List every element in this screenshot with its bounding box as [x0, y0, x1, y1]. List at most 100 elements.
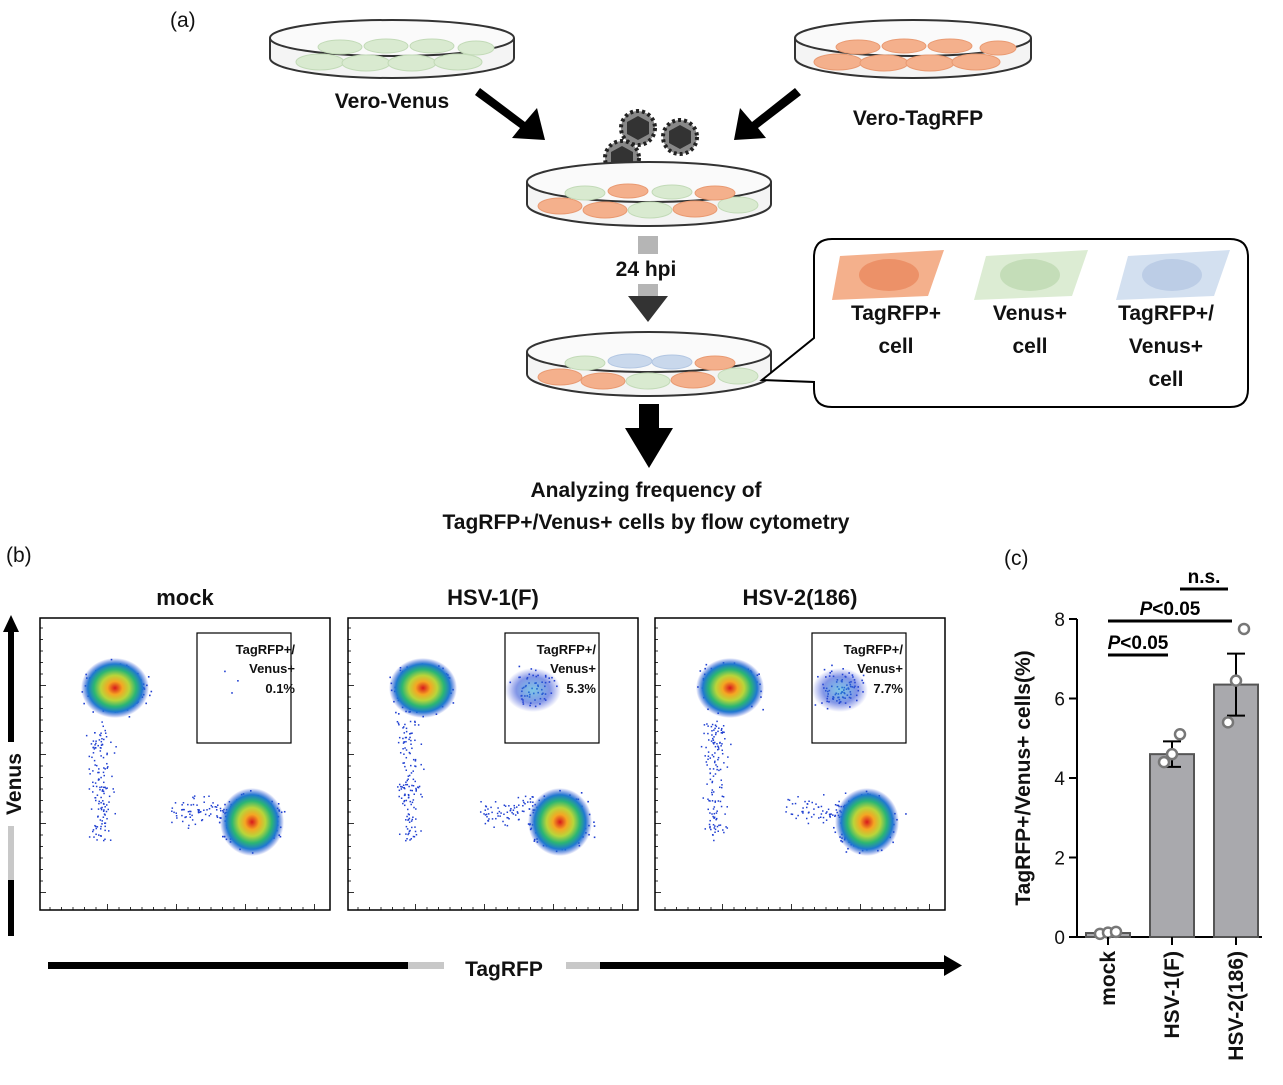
event-dot — [726, 827, 729, 829]
event-dot — [709, 757, 712, 759]
event-dot — [513, 807, 516, 809]
bar — [1149, 753, 1195, 939]
event-dot — [506, 824, 509, 827]
event-dot — [721, 749, 723, 752]
event-dot — [405, 819, 407, 821]
event-dot — [707, 732, 709, 735]
event-dot — [497, 807, 499, 809]
event-dot — [100, 825, 102, 828]
arrow-down-black-icon — [625, 404, 673, 468]
y-tick-label: 0 — [1054, 928, 1065, 949]
legend-cell-double-icon — [1116, 250, 1230, 300]
event-dot — [283, 810, 286, 813]
event-dot — [104, 729, 106, 732]
event-dot — [709, 826, 711, 829]
event-dot — [408, 813, 410, 816]
event-dot — [398, 783, 401, 786]
event-dot — [713, 816, 716, 818]
event-dot — [414, 765, 416, 767]
event-dot — [711, 791, 713, 794]
event-dot — [402, 737, 404, 740]
event-dot — [707, 739, 710, 741]
event-dot — [100, 835, 102, 837]
event-dot — [722, 829, 724, 831]
event-dot — [504, 824, 506, 826]
event-dot — [88, 755, 91, 758]
event-dot — [813, 813, 815, 816]
event-dot — [402, 802, 404, 805]
event-dot — [407, 796, 410, 799]
event-dot — [182, 808, 184, 811]
dish-right-label: Vero-TagRFP — [853, 107, 983, 130]
event-dot — [97, 815, 99, 818]
event-dot — [103, 738, 105, 741]
event-dot — [706, 783, 708, 785]
event-dot — [711, 834, 714, 836]
event-dot — [593, 836, 596, 839]
event-dot — [407, 778, 409, 780]
event-dot — [418, 785, 421, 788]
event-dot — [114, 812, 117, 815]
density-cluster — [812, 668, 868, 712]
event-dot — [189, 810, 191, 813]
event-dot — [103, 786, 105, 789]
legend-item-3-line-3: cell — [1148, 368, 1183, 391]
event-dot — [404, 736, 407, 739]
event-dot — [420, 793, 422, 796]
event-dot — [402, 784, 405, 787]
event-dot — [88, 836, 91, 838]
event-dot — [707, 798, 709, 801]
event-dot — [822, 816, 825, 819]
event-dot — [713, 736, 715, 738]
event-dot — [802, 810, 804, 813]
event-dot — [724, 813, 726, 815]
event-dot — [150, 690, 153, 693]
event-dot — [823, 794, 825, 796]
event-dot — [797, 814, 799, 817]
event-dot — [415, 790, 417, 792]
y-axis-title: TagRFP+/Venus+ cells(%) — [1012, 650, 1035, 905]
significance-label: P<0.05 — [1140, 599, 1201, 620]
event-dot — [499, 815, 501, 817]
event-dot — [409, 736, 411, 739]
virus-icon — [603, 109, 699, 177]
event-dot — [103, 792, 105, 795]
event-dot — [408, 774, 411, 777]
event-dot — [105, 787, 107, 790]
event-dot — [400, 788, 403, 790]
event-dot — [711, 723, 714, 726]
event-dot — [730, 743, 732, 746]
event-dot — [493, 826, 495, 828]
event-dot — [100, 776, 102, 779]
event-dot — [199, 811, 201, 813]
dish-result — [526, 331, 772, 397]
event-dot — [90, 743, 93, 745]
event-dot — [712, 808, 715, 810]
y-tick-label: 4 — [1054, 769, 1065, 790]
y-tick-label: 6 — [1054, 690, 1065, 711]
event-dot — [709, 812, 711, 814]
event-dot — [181, 804, 183, 806]
gate-value: 7.7% — [873, 681, 903, 696]
legend-item-3-line-1: TagRFP+/ — [1118, 302, 1214, 325]
event-dot — [715, 725, 718, 728]
x-tick-label: mock — [1097, 951, 1120, 1006]
event-dot — [820, 805, 823, 808]
event-dot — [194, 823, 197, 826]
event-dot — [212, 802, 214, 804]
event-dot — [403, 741, 406, 743]
event-dot — [88, 768, 91, 770]
event-dot — [705, 746, 707, 749]
event-dot — [104, 732, 107, 734]
event-dot — [190, 810, 192, 813]
event-dot — [587, 800, 589, 803]
event-dot — [102, 790, 105, 793]
event-dot — [716, 765, 719, 768]
event-dot — [801, 810, 803, 813]
event-dot — [94, 797, 96, 799]
event-dot — [106, 753, 108, 756]
event-dot — [414, 739, 416, 742]
event-dot — [508, 817, 510, 820]
event-dot — [785, 811, 787, 813]
